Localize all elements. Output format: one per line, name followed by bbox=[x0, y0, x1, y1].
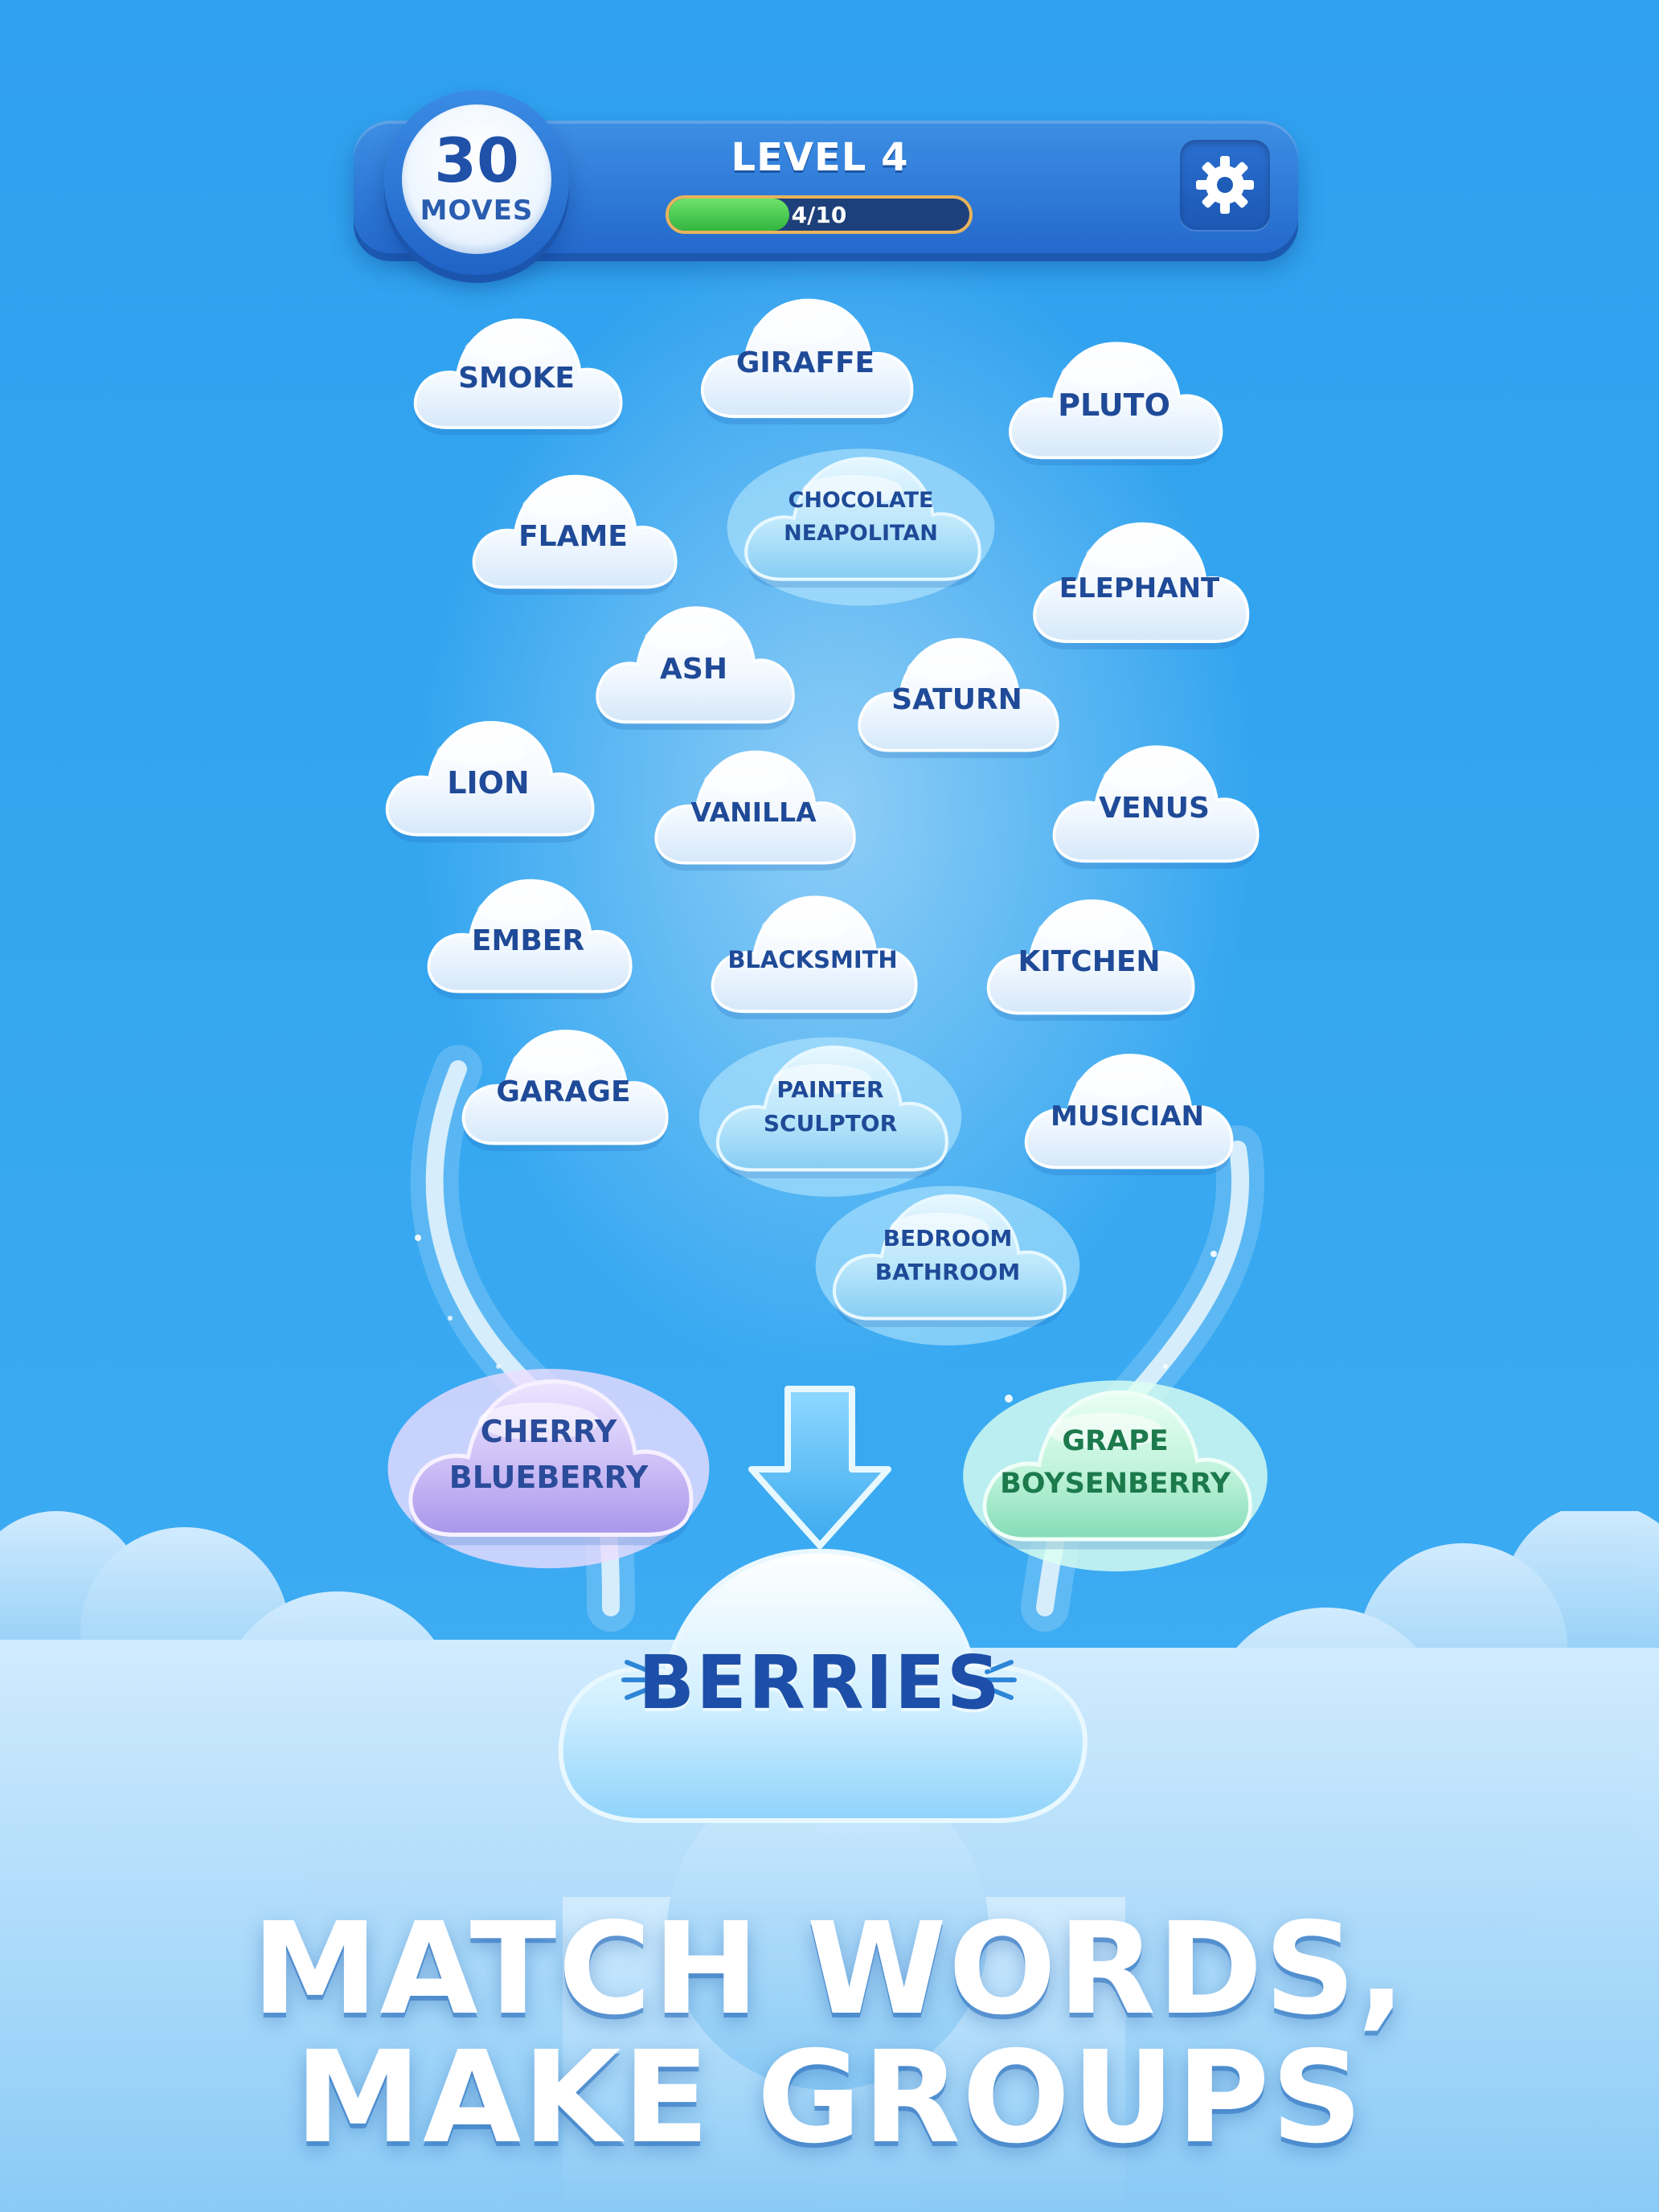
tagline-line-2: MAKE GROUPS bbox=[294, 2024, 1365, 2172]
word-cloud-cherry-blueberry[interactable]: CHERRY BLUEBERRY bbox=[387, 1358, 710, 1569]
cloud-shape bbox=[472, 474, 678, 596]
cloud-shape bbox=[711, 895, 918, 1020]
word-label: BOYSENBERRY bbox=[1000, 1467, 1231, 1500]
word-cloud-grape-boysenberry[interactable]: GRAPE BOYSENBERRY bbox=[963, 1370, 1268, 1571]
word-label: PAINTER bbox=[776, 1076, 884, 1104]
word-cloud-painter-sculptor[interactable]: PAINTER SCULPTOR bbox=[698, 1029, 962, 1197]
word-cloud-pluto[interactable]: PLUTO bbox=[1001, 326, 1227, 467]
cloud-shape bbox=[986, 899, 1195, 1022]
word-label: MUSICIAN bbox=[1051, 1100, 1204, 1133]
cloud-shape bbox=[654, 750, 856, 871]
sparkle-lines-right-icon bbox=[981, 1660, 1017, 1700]
cloud-shape bbox=[963, 1380, 1268, 1571]
cloud-shape bbox=[461, 1030, 669, 1152]
cloud-shape bbox=[858, 637, 1059, 759]
word-cloud-saturn[interactable]: SATURN bbox=[850, 623, 1063, 760]
word-cloud-elephant[interactable]: ELEPHANT bbox=[1025, 506, 1254, 651]
word-label: GARAGE bbox=[496, 1075, 631, 1108]
word-cloud-kitchen[interactable]: KITCHEN bbox=[979, 884, 1199, 1022]
moves-label: MOVES bbox=[420, 195, 534, 227]
bottom-cloud-bank bbox=[0, 1511, 1659, 2212]
cloud-shape bbox=[387, 1369, 710, 1569]
target-group-cloud bbox=[558, 1548, 1088, 1823]
word-label: GIRAFFE bbox=[735, 346, 875, 380]
moves-counter: 30 MOVES bbox=[384, 90, 569, 275]
cloud-shape bbox=[700, 298, 914, 425]
word-label: ASH bbox=[660, 653, 727, 686]
sparkle-lines-left-icon bbox=[621, 1660, 657, 1700]
word-cloud-blacksmith[interactable]: BLACKSMITH bbox=[703, 880, 922, 1021]
word-cloud-garage[interactable]: GARAGE bbox=[454, 1014, 673, 1153]
target-group-label: BERRIES bbox=[638, 1640, 1002, 1726]
word-label: BEDROOM bbox=[883, 1225, 1013, 1252]
word-label: FLAME bbox=[518, 519, 628, 553]
gear-icon bbox=[1196, 156, 1254, 214]
level-progress-fill bbox=[669, 199, 789, 231]
word-cloud-ember[interactable]: EMBER bbox=[420, 864, 637, 1001]
word-label: LION bbox=[447, 765, 530, 801]
word-cloud-venus[interactable]: VENUS bbox=[1045, 730, 1264, 870]
word-label: VENUS bbox=[1099, 792, 1210, 825]
word-cloud-bedroom-bathroom[interactable]: BEDROOM BATHROOM bbox=[815, 1178, 1080, 1346]
settings-button[interactable] bbox=[1180, 140, 1270, 230]
word-cloud-flame[interactable]: FLAME bbox=[465, 460, 682, 596]
word-label: VANILLA bbox=[690, 797, 817, 829]
level-title: LEVEL 4 bbox=[731, 135, 909, 180]
cloud-shape bbox=[596, 606, 795, 731]
word-cloud-ash[interactable]: ASH bbox=[588, 591, 799, 731]
word-label: EMBER bbox=[471, 924, 585, 957]
word-label: SCULPTOR bbox=[763, 1110, 898, 1137]
moves-count: 30 bbox=[434, 125, 519, 196]
word-label: SMOKE bbox=[458, 361, 575, 395]
word-cloud-smoke[interactable]: SMOKE bbox=[406, 304, 627, 436]
cloud-shape bbox=[815, 1186, 1080, 1346]
cloud-shape bbox=[1052, 745, 1260, 870]
word-cloud-chocolate-neapolitan[interactable]: CHOCOLATE NEAPOLITAN bbox=[727, 440, 995, 606]
cloud-shape bbox=[1033, 522, 1250, 649]
word-label: ELEPHANT bbox=[1059, 571, 1220, 604]
word-label: SATURN bbox=[891, 682, 1022, 716]
word-label: CHOCOLATE bbox=[788, 488, 934, 514]
word-cloud-giraffe[interactable]: GIRAFFE bbox=[693, 283, 918, 426]
word-label: KITCHEN bbox=[1018, 944, 1161, 978]
cloud-shape bbox=[1009, 342, 1223, 466]
moves-counter-face: 30 MOVES bbox=[402, 104, 551, 254]
word-cloud-vanilla[interactable]: VANILLA bbox=[647, 735, 860, 872]
word-label: BATHROOM bbox=[875, 1259, 1021, 1286]
word-label: BLACKSMITH bbox=[727, 945, 898, 973]
level-progress-text: 4/10 bbox=[791, 202, 847, 228]
cloud-shape bbox=[1024, 1054, 1234, 1176]
cloud-shape bbox=[385, 721, 595, 843]
word-label: PLUTO bbox=[1058, 387, 1170, 424]
word-cloud-lion[interactable]: LION bbox=[378, 706, 599, 844]
level-progress-bar: 4/10 bbox=[666, 195, 973, 234]
cloud-shape bbox=[427, 879, 633, 1000]
cloud-shape bbox=[413, 318, 623, 436]
word-label: GRAPE bbox=[1062, 1425, 1169, 1458]
word-label: BLUEBERRY bbox=[449, 1459, 649, 1495]
word-label: NEAPOLITAN bbox=[784, 520, 938, 546]
cloud-shape bbox=[727, 449, 995, 606]
word-label: CHERRY bbox=[480, 1413, 617, 1449]
word-cloud-musician[interactable]: MUSICIAN bbox=[1017, 1038, 1238, 1177]
tagline-line-1: MATCH WORDS, bbox=[252, 1895, 1407, 2043]
cloud-shape bbox=[698, 1037, 962, 1197]
tagline: MATCH WORDS, MAKE GROUPS bbox=[0, 1905, 1659, 2162]
arrow-down-icon bbox=[748, 1386, 891, 1549]
